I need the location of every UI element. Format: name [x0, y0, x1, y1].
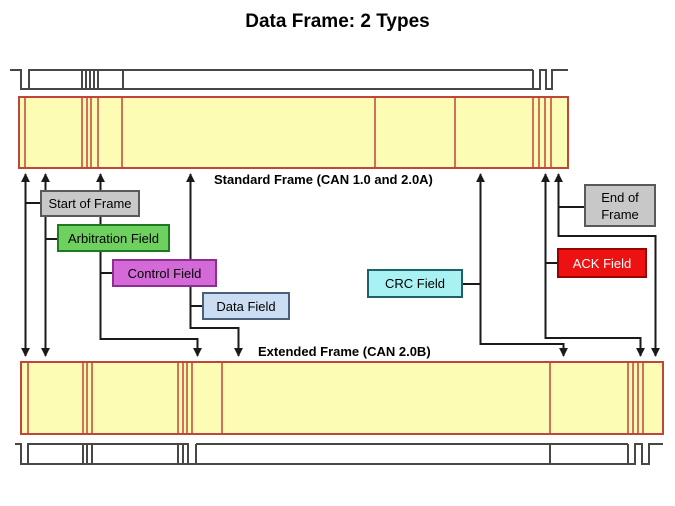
standard-frame-bar [18, 96, 569, 169]
slide-title: Data Frame: 2 Types [245, 11, 430, 32]
field-box-start-of-frame: Start of Frame [40, 190, 140, 217]
extended-frame-bar [20, 361, 664, 435]
field-box-crc: CRC Field [367, 269, 463, 298]
arrow-crc [476, 173, 568, 357]
bottom-signal-waveform [15, 443, 663, 465]
field-box-end-of-frame: End of Frame [584, 184, 656, 227]
extended-frame-label: Extended Frame (CAN 2.0B) [258, 344, 431, 359]
arrow-data [186, 173, 243, 357]
field-box-control: Control Field [112, 259, 217, 287]
box-connector-lines [25, 202, 584, 307]
top-signal-waveform [10, 69, 568, 90]
field-box-ack: ACK Field [557, 248, 647, 278]
field-box-data: Data Field [202, 292, 290, 320]
standard-frame-label: Standard Frame (CAN 1.0 and 2.0A) [214, 172, 433, 187]
arrow-end-of-frame [554, 173, 660, 357]
field-box-arbitration: Arbitration Field [57, 224, 170, 252]
